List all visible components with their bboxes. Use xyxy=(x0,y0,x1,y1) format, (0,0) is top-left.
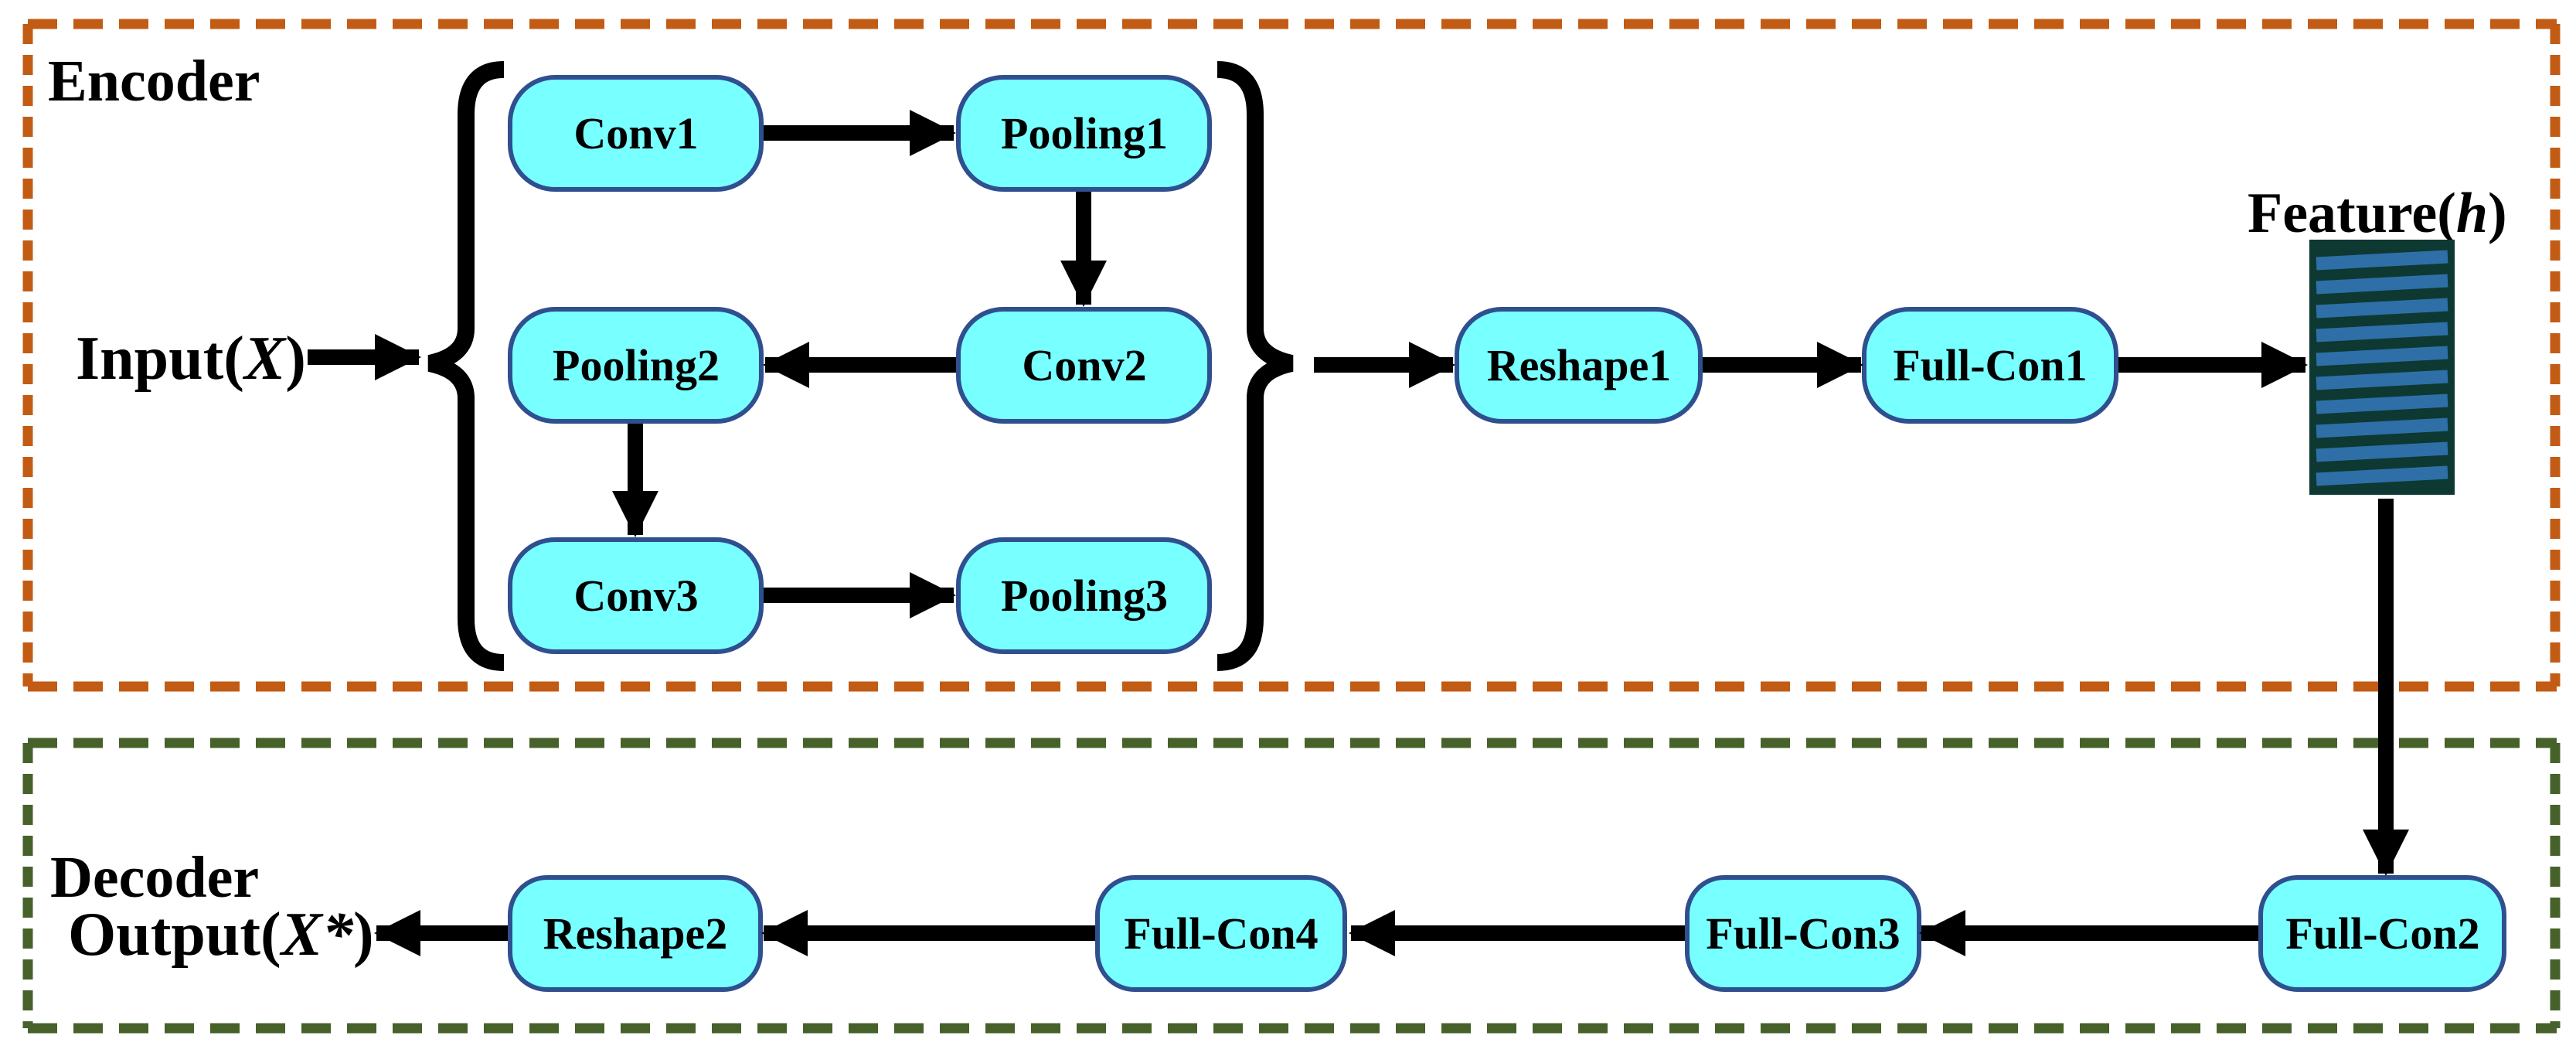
input-label-variable: X xyxy=(242,325,287,393)
left-curly-brace xyxy=(427,61,505,671)
output-label-prefix: Output( xyxy=(68,901,281,969)
node-pooling1: Pooling1 xyxy=(956,75,1212,192)
feature-label: Feature(h) xyxy=(2248,182,2507,245)
node-fullcon1: Full-Con1 xyxy=(1862,307,2118,424)
feature-matrix-stripes xyxy=(2316,250,2448,486)
feature-matrix xyxy=(2309,240,2455,495)
node-conv3: Conv3 xyxy=(508,537,764,654)
node-pooling1-label: Pooling1 xyxy=(1001,108,1168,158)
node-conv2-box xyxy=(956,307,1212,424)
node-conv1-label: Conv1 xyxy=(573,108,698,158)
node-pooling3: Pooling3 xyxy=(956,537,1212,654)
node-pooling3-label: Pooling3 xyxy=(1001,571,1168,621)
node-fullcon1-box xyxy=(1862,307,2118,424)
diagram-nodes: Conv1 Pooling1 Pooling2 Conv2 Conv3 Pool… xyxy=(508,75,2506,992)
encoder-title: Encoder xyxy=(48,49,260,114)
node-fullcon2: Full-Con2 xyxy=(2258,875,2506,992)
node-fullcon4-label: Full-Con4 xyxy=(1124,908,1318,959)
node-pooling2-box xyxy=(508,307,764,424)
node-fullcon3: Full-Con3 xyxy=(1685,875,1921,992)
feature-label-prefix: Feature( xyxy=(2248,182,2456,245)
node-conv1: Conv1 xyxy=(508,75,764,192)
node-conv3-box xyxy=(508,537,764,654)
feature-label-suffix: ) xyxy=(2488,182,2507,245)
node-conv2: Conv2 xyxy=(956,307,1212,424)
output-label-variable: X* xyxy=(279,901,354,969)
node-pooling2-label: Pooling2 xyxy=(553,340,720,390)
node-reshape2-label: Reshape2 xyxy=(543,908,727,959)
node-conv2-label: Conv2 xyxy=(1022,340,1146,390)
node-conv3-label: Conv3 xyxy=(573,571,698,621)
right-curly-brace xyxy=(1217,61,1294,671)
node-fullcon2-box xyxy=(2258,875,2506,992)
node-pooling2: Pooling2 xyxy=(508,307,764,424)
decoder-title: Decoder xyxy=(50,845,259,910)
node-pooling3-box xyxy=(956,537,1212,654)
node-reshape1-label: Reshape1 xyxy=(1487,340,1671,390)
node-reshape1-box xyxy=(1455,307,1703,424)
output-label-suffix: ) xyxy=(353,901,374,969)
input-label-suffix: ) xyxy=(285,325,306,393)
decoder-region-border xyxy=(22,738,2561,1034)
node-fullcon4: Full-Con4 xyxy=(1095,875,1347,992)
output-label: Output(X*) xyxy=(68,901,374,969)
node-fullcon1-label: Full-Con1 xyxy=(1893,340,2087,390)
node-pooling1-box xyxy=(956,75,1212,192)
input-label: Input(X) xyxy=(76,325,306,393)
node-reshape2: Reshape2 xyxy=(508,875,763,992)
node-conv1-box xyxy=(508,75,764,192)
input-label-prefix: Input( xyxy=(76,325,244,393)
encoder-region-border xyxy=(22,19,2561,692)
flow-arrows xyxy=(308,110,2409,956)
node-reshape2-box xyxy=(508,875,763,992)
node-fullcon2-label: Full-Con2 xyxy=(2285,908,2479,959)
node-fullcon3-label: Full-Con3 xyxy=(1706,908,1900,959)
feature-label-variable: h xyxy=(2456,182,2488,245)
node-reshape1: Reshape1 xyxy=(1455,307,1703,424)
node-fullcon4-box xyxy=(1095,875,1347,992)
